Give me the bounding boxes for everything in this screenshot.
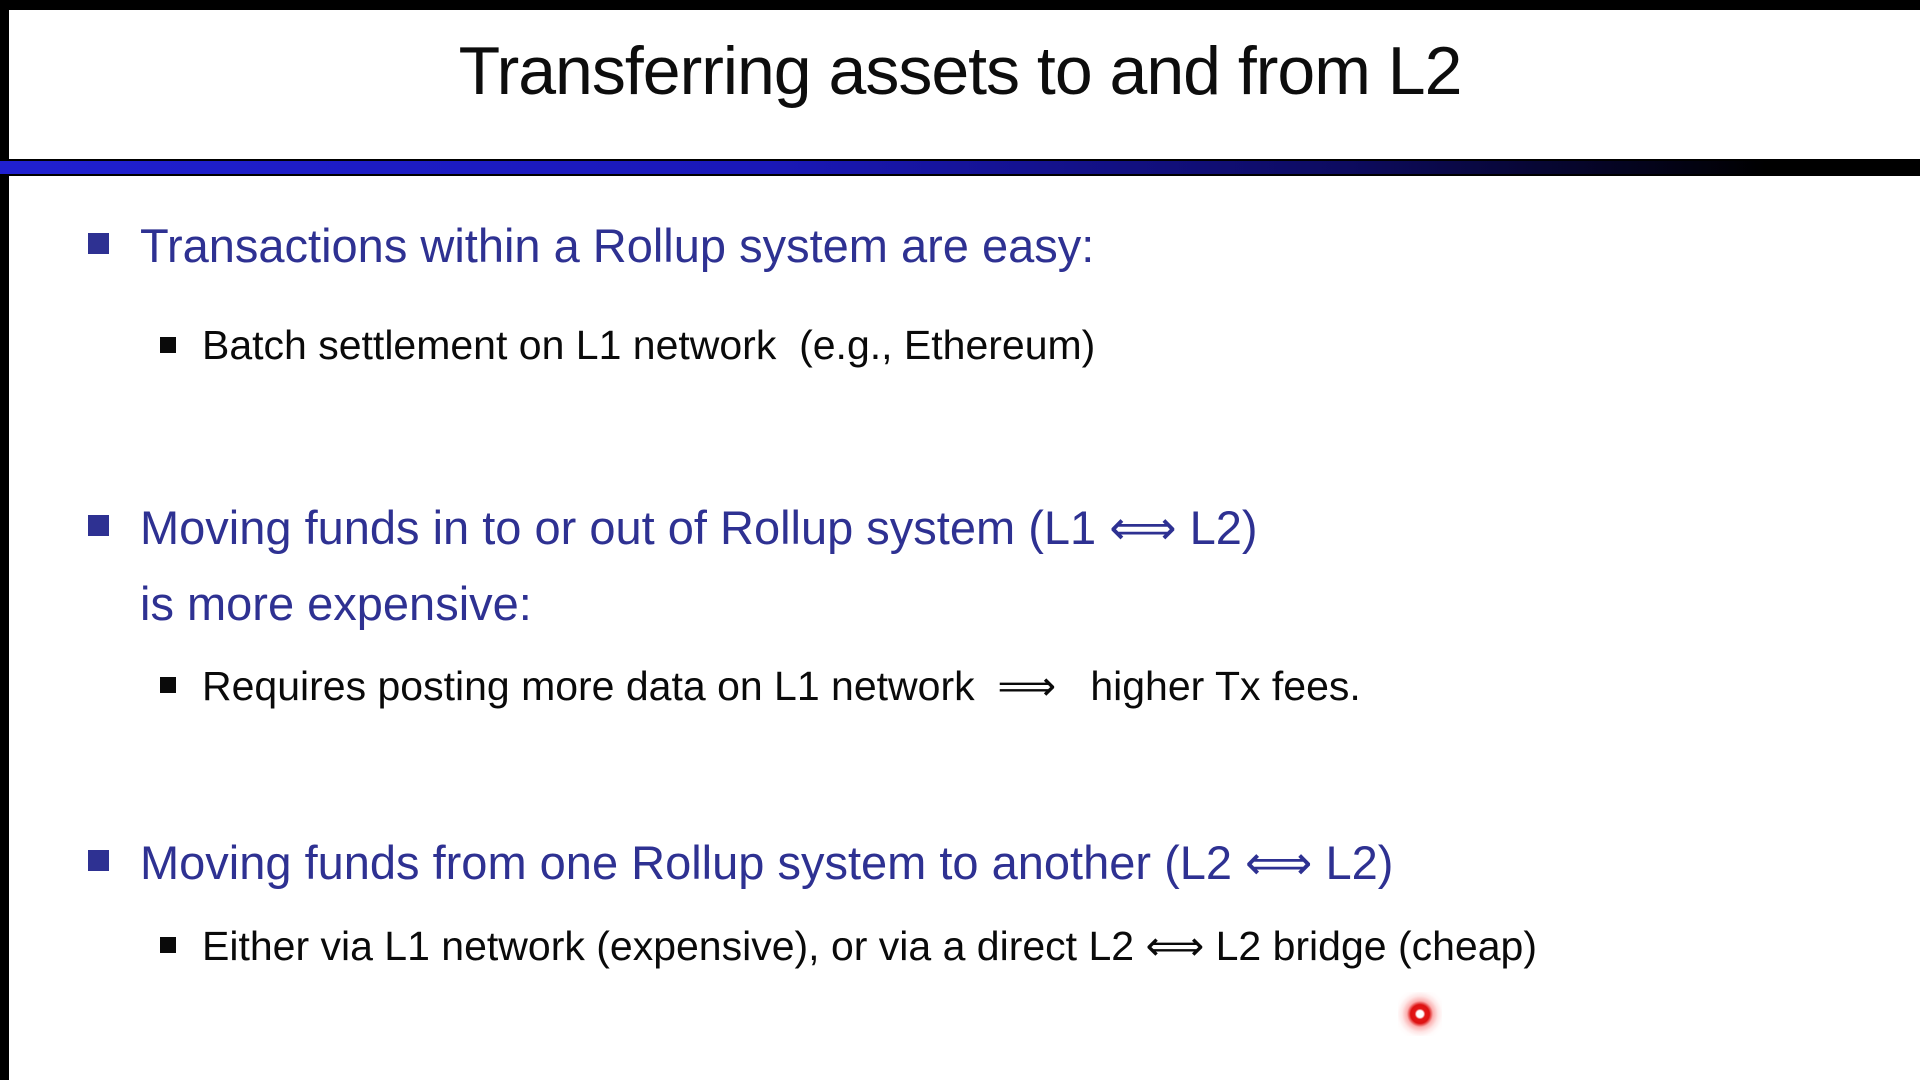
slide-left-border — [0, 0, 9, 1080]
laser-pointer-dot — [1398, 992, 1442, 1036]
section-3-subbullet-row: Either via L1 network (expensive), or vi… — [160, 922, 1537, 970]
square-bullet-icon — [160, 937, 176, 953]
section-2-subbullet-row: Requires posting more data on L1 network… — [160, 662, 1361, 710]
square-bullet-icon — [88, 850, 109, 871]
square-bullet-icon — [160, 337, 176, 353]
section-3-heading-row: Moving funds from one Rollup system to a… — [88, 835, 1393, 891]
slide-title: Transferring assets to and from L2 — [458, 33, 1463, 109]
title-divider-rule — [0, 159, 1920, 176]
square-bullet-icon — [160, 677, 176, 693]
slide-top-border — [0, 0, 1920, 10]
section-2-heading-row: Moving funds in to or out of Rollup syst… — [88, 500, 1258, 556]
section-2-heading-line1: Moving funds in to or out of Rollup syst… — [140, 501, 1258, 554]
section-2-heading-row-line2: is more expensive: — [140, 576, 532, 631]
square-bullet-icon — [88, 515, 109, 536]
section-1-heading-row: Transactions within a Rollup system are … — [88, 218, 1094, 273]
section-1-subbullet: Batch settlement on L1 network (e.g., Et… — [202, 322, 1096, 368]
section-1-subbullet-row: Batch settlement on L1 network (e.g., Et… — [160, 322, 1095, 369]
section-3-subbullet: Either via L1 network (expensive), or vi… — [202, 923, 1537, 969]
section-2-heading-line2: is more expensive: — [140, 577, 532, 630]
section-1-heading: Transactions within a Rollup system are … — [140, 219, 1095, 272]
section-2-subbullet: Requires posting more data on L1 network… — [202, 663, 1361, 709]
section-3-heading: Moving funds from one Rollup system to a… — [140, 836, 1394, 889]
square-bullet-icon — [88, 233, 109, 254]
